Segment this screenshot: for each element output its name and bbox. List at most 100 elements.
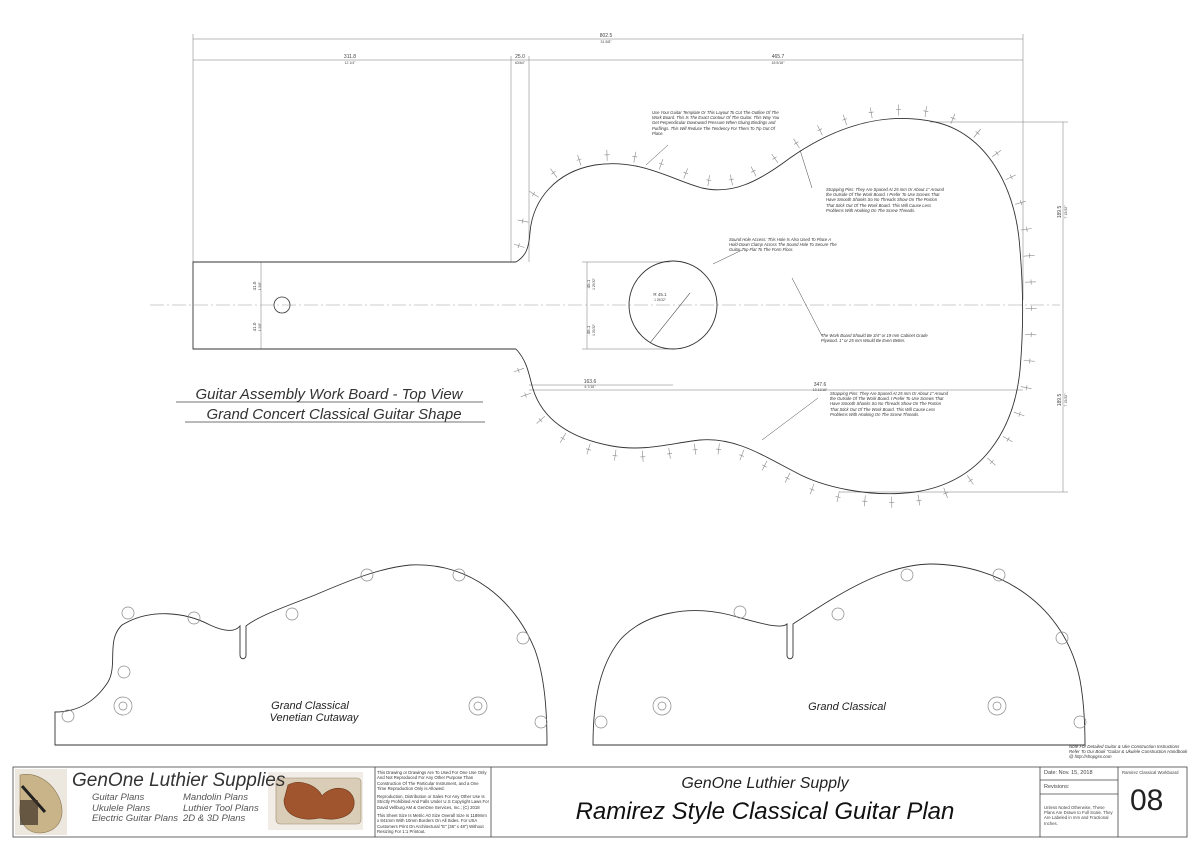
dim-sh-dn-sub: 1 25/32" <box>592 324 596 336</box>
strapping-pin <box>1015 200 1026 205</box>
strapping-pin-head <box>809 488 815 491</box>
dim-to-tail-sub: 13 11/16" <box>813 388 828 392</box>
legal-text: This Drawing or Drawings Are To Used For… <box>377 770 489 834</box>
strapping-pin-head <box>632 155 638 158</box>
dim-lower-half: 189.5 <box>1057 394 1063 407</box>
dim-neck-w2-sub: 1 5/8" <box>258 323 262 331</box>
strapping-pin-head <box>761 464 767 468</box>
strapping-pin-head <box>1020 200 1022 206</box>
strapping-pin-head <box>692 449 698 451</box>
strapping-pin-head <box>1009 174 1013 180</box>
leader-lines <box>645 144 823 441</box>
strapping-pin <box>1020 386 1032 389</box>
brand-name: GenOne Luthier Supplies <box>72 770 286 791</box>
strapping-pin <box>987 457 996 466</box>
strapping-pin-head <box>842 118 848 121</box>
neck-hole <box>273 296 291 314</box>
strapping-pin-head <box>772 156 777 160</box>
strapping-pin <box>739 449 745 461</box>
strapping-pin <box>513 243 525 248</box>
strapping-pin-head <box>968 478 973 483</box>
strapping-pin <box>917 494 921 506</box>
strapping-pin-head <box>683 171 689 175</box>
strapping-pin <box>924 106 927 118</box>
company-name: GenOne Luthier Supply <box>681 775 849 792</box>
title-block-frame <box>12 766 1188 838</box>
strapping-pin <box>683 168 688 179</box>
strapping-pin <box>950 113 956 124</box>
strapping-pin <box>659 159 664 170</box>
strapping-pin <box>836 491 840 502</box>
note-strapping-bottom: Strapping Pins: They Are Spaced At 25 mm… <box>830 391 948 417</box>
strapping-pin-head <box>751 169 756 173</box>
legal-para-1: This Drawing or Drawings Are To Used For… <box>377 770 487 791</box>
sound-hole <box>628 260 718 350</box>
strapping-pin-head <box>658 162 664 165</box>
note-soundhole: Sound Hole Access: This Hole Is Also Use… <box>729 237 837 253</box>
dim-body-len: 465.7 <box>772 54 785 60</box>
plans-item: Luthier Tool Plans <box>183 802 259 814</box>
revisions-field: Revisions: <box>1044 784 1070 790</box>
mold-left-label-2: Venetian Cutaway <box>270 712 360 724</box>
strapping-pin-head <box>1026 226 1028 232</box>
top-view-title-1: Guitar Assembly Work Board - Top View <box>195 386 463 403</box>
strapping-pin <box>784 472 791 483</box>
dim-neck-w2: 41.0 <box>252 322 257 331</box>
strapping-pin <box>520 392 532 397</box>
dim-sh-radius-sub: 1 25/32" <box>654 298 666 302</box>
strapping-pin <box>694 443 697 455</box>
dim-to-tail: 347.6 <box>814 382 827 388</box>
strapping-pin-head <box>784 476 790 480</box>
strapping-pin <box>771 153 779 164</box>
strapping-pin-head <box>667 453 673 455</box>
plans-list-1: Guitar Plans Ukulele Plans Electric Guit… <box>92 792 178 825</box>
legal-para-2: Reproduction, Distribution or Sales For … <box>377 794 490 810</box>
strapping-pin-head <box>706 179 712 181</box>
strapping-pin <box>1013 411 1025 417</box>
strapping-pin <box>1023 360 1035 362</box>
strapping-pin <box>577 154 582 166</box>
strapping-pin-head <box>517 367 520 373</box>
strapping-pin-head <box>995 151 999 156</box>
strapping-pin <box>943 487 948 499</box>
strapping-pin <box>668 447 671 459</box>
strapping-pin-head <box>975 131 980 135</box>
strapping-pin <box>810 483 815 495</box>
strapping-pin-head <box>551 171 556 175</box>
strapping-pin <box>559 433 567 443</box>
strapping-pin <box>517 219 529 223</box>
dim-neck-w1-sub: 1 5/8" <box>258 282 262 290</box>
dimension-lines <box>192 34 1068 493</box>
side-note: Note For Detailed Guitar & Uke Construct… <box>1069 744 1188 760</box>
strapping-pin <box>817 125 823 136</box>
dim-sh-up: 45.1 <box>586 279 591 288</box>
strapping-pin <box>513 367 525 373</box>
strapping-pin-head <box>524 392 527 398</box>
sheet-number: 08 <box>1130 784 1164 817</box>
dim-gap: 25.0 <box>515 54 525 60</box>
dim-gap-sub: 63/64" <box>515 61 526 65</box>
mold-cutaway-outline <box>54 564 548 746</box>
dimension-text: 802.5 31 5/8" 311.8 12 1/4" 25.0 63/64" … <box>252 33 1068 406</box>
date-field: Date: Nov. 15, 2018 <box>1044 770 1093 776</box>
strapping-pin <box>586 443 591 455</box>
strapping-pin <box>717 443 720 455</box>
strapping-pin <box>1023 255 1035 257</box>
strapping-pin-head <box>793 141 799 145</box>
mold-classical-outline <box>592 563 1086 746</box>
note-template: Use Your Guitar Template Or This Layout … <box>652 110 780 136</box>
strapping-pin <box>1020 228 1032 231</box>
strapping-pin-head <box>517 243 520 249</box>
dim-neck-len: 311.8 <box>344 54 356 60</box>
strapping-pin-head <box>989 459 994 465</box>
strapping-pin-head <box>950 117 956 120</box>
strapping-pin-head <box>538 418 543 423</box>
dim-sh-up-sub: 1 25/32" <box>592 278 596 290</box>
dim-body-len-sub: 18 5/16" <box>772 61 786 65</box>
dim-neck-len-sub: 12 1/4" <box>345 61 357 65</box>
dim-sh-radius: R 45.1 <box>653 292 667 297</box>
mold-left-label-1: Grand Classical <box>271 700 349 712</box>
strapping-pin-head <box>862 500 868 502</box>
plans-item: Guitar Plans <box>92 792 145 803</box>
